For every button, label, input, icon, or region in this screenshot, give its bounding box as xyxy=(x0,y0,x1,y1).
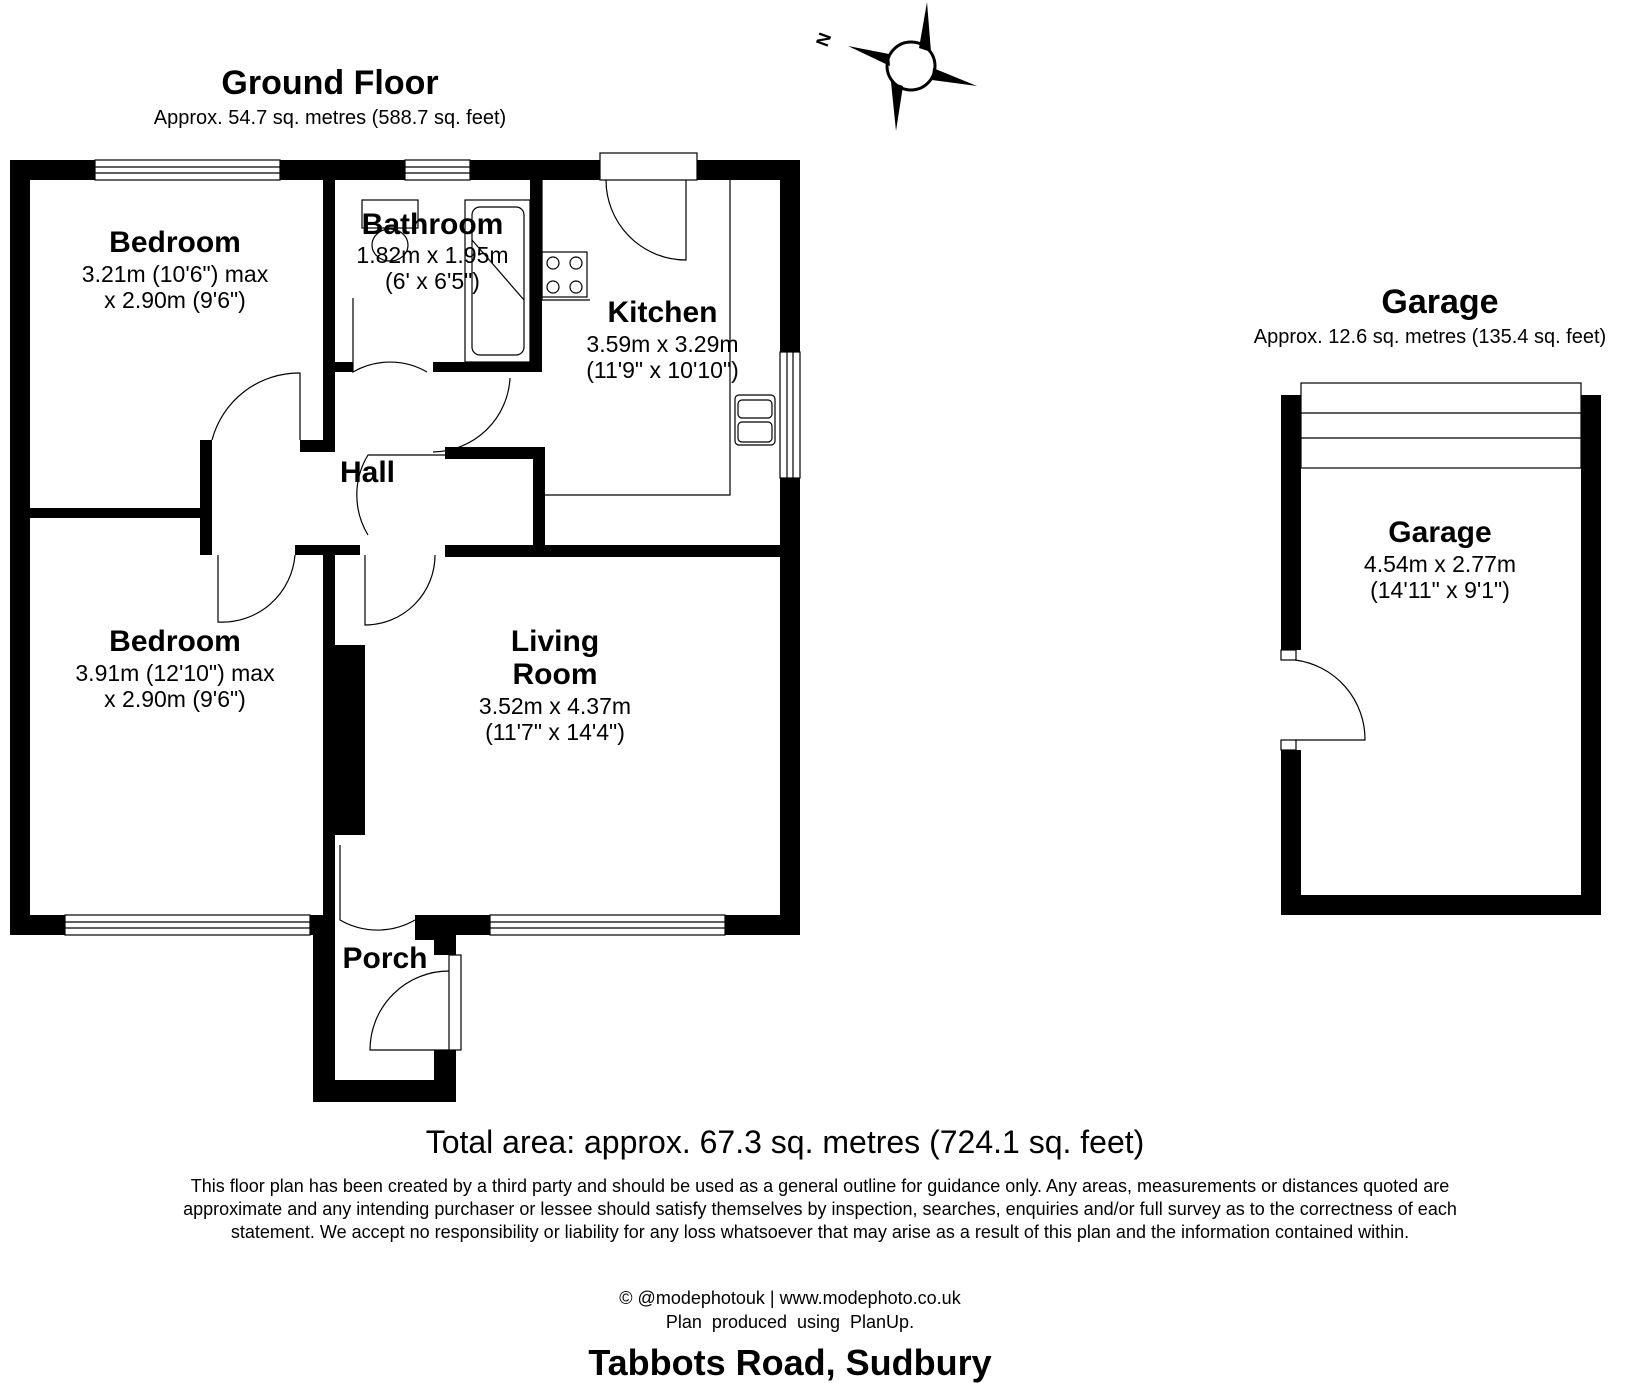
garage-name: Garage xyxy=(1388,516,1492,549)
bedroom2-dim1: 3.91m (12'10") max xyxy=(75,660,275,686)
living-room-dim2: (11'7" x 14'4") xyxy=(485,719,625,745)
living-room-name-line1: Living xyxy=(510,625,600,658)
garage-section-title: Garage xyxy=(1381,283,1499,321)
ground-floor-title: Ground Floor xyxy=(221,64,439,102)
ground-floor-area: Approx. 54.7 sq. metres (588.7 sq. feet) xyxy=(153,107,507,129)
property-address: Tabbots Road, Sudbury xyxy=(588,1342,992,1383)
fixtures xyxy=(361,180,776,547)
bedroom1-dim2: x 2.90m (9'6") xyxy=(104,287,246,313)
porch-name: Porch xyxy=(342,942,428,975)
bedroom2-dim2: x 2.90m (9'6") xyxy=(104,686,246,712)
bedroom1-dim1: 3.21m (10'6") max xyxy=(81,261,269,287)
garage-door xyxy=(1280,382,1582,751)
compass-icon xyxy=(848,2,977,131)
credit-line-2: Plan produced using PlanUp. xyxy=(665,1312,915,1332)
garage-section-area: Approx. 12.6 sq. metres (135.4 sq. feet) xyxy=(1253,326,1607,348)
garage-dim2: (14'11" x 9'1") xyxy=(1370,577,1510,603)
living-room-name-line2: Room xyxy=(512,658,598,691)
disclaimer-text: This floor plan has been created by a th… xyxy=(183,1176,1457,1242)
kitchen-dim1: 3.59m x 3.29m xyxy=(586,331,739,357)
bathroom-dim1: 1.82m x 1.95m xyxy=(356,242,509,268)
bedroom1-name: Bedroom xyxy=(109,226,241,259)
garage-dim1: 4.54m x 2.77m xyxy=(1363,551,1517,577)
house-windows xyxy=(64,152,801,1051)
kitchen-name: Kitchen xyxy=(607,296,718,329)
bathroom-name: Bathroom xyxy=(361,208,504,241)
bedroom2-name: Bedroom xyxy=(109,625,241,658)
total-area: Total area: approx. 67.3 sq. metres (724… xyxy=(425,1124,1145,1160)
garage-walls xyxy=(1281,395,1601,915)
hall-name: Hall xyxy=(339,456,396,489)
kitchen-dim2: (11'9" x 10'10") xyxy=(586,357,739,383)
bathroom-dim2: (6' x 6'5") xyxy=(385,268,480,294)
house-doors xyxy=(211,179,687,1051)
credit-line-1: © @modephotouk | www.modephoto.co.uk xyxy=(619,1288,961,1308)
living-room-dim1: 3.52m x 4.37m xyxy=(478,693,632,719)
